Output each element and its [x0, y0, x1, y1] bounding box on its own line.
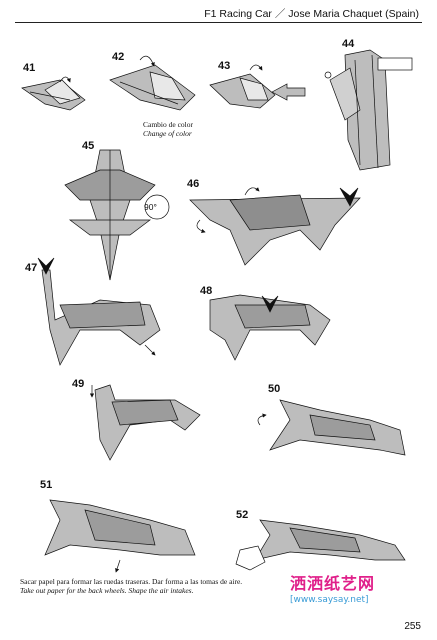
step-number-51: 51	[40, 479, 53, 491]
diagram-step-52	[235, 519, 406, 571]
step-number-52: 52	[236, 509, 249, 521]
watermark-url: [www.saysay.net]	[290, 595, 369, 605]
step-number-43: 43	[218, 60, 231, 72]
diagram-step-42	[109, 55, 196, 111]
diagram-step-44	[324, 49, 413, 171]
diagram-step-47	[37, 257, 161, 366]
diagram-step-41	[21, 76, 86, 111]
step-number-45: 45	[82, 140, 95, 152]
color-change-caption: Cambio de color Change of color	[143, 120, 193, 138]
diagram-step-48	[209, 294, 331, 361]
diagram-step-46	[189, 187, 361, 266]
rotation-angle-label: 90°	[144, 202, 157, 212]
step-number-41: 41	[23, 62, 36, 74]
color-change-es: Cambio de color	[143, 120, 193, 129]
step-number-48: 48	[200, 285, 213, 297]
diagram-step-51	[44, 499, 196, 573]
step-number-49: 49	[72, 378, 85, 390]
step-number-46: 46	[187, 178, 200, 190]
step-number-44: 44	[342, 38, 355, 50]
watermark: 洒洒纸艺网 [www.saysay.net]	[290, 570, 375, 605]
final-caption: Sacar papel para formar las ruedas trase…	[20, 577, 265, 595]
diagram-step-50	[257, 399, 406, 456]
diagram-step-45	[64, 149, 170, 281]
step-number-42: 42	[112, 51, 125, 63]
page-number: 255	[404, 621, 421, 632]
final-caption-en: Take out paper for the back wheels. Shap…	[20, 586, 194, 595]
step-number-47: 47	[25, 262, 38, 274]
final-caption-es: Sacar papel para formar las ruedas trase…	[20, 577, 243, 586]
diagram-step-43	[209, 64, 306, 109]
step-number-50: 50	[268, 383, 281, 395]
diagram-step-49	[89, 384, 201, 461]
color-change-en: Change of color	[143, 129, 192, 138]
header-rule	[15, 22, 422, 23]
page-header-title: F1 Racing Car ／ Jose Maria Chaquet (Spai…	[204, 8, 419, 20]
watermark-main: 洒洒纸艺网	[290, 574, 376, 593]
